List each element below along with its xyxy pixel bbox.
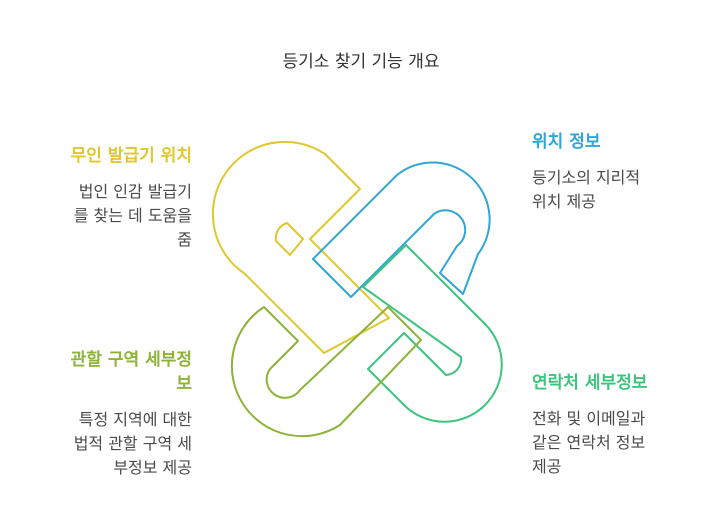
section-location-info: 위치 정보 등기소의 지리적 위치 제공 bbox=[532, 130, 704, 214]
section-description: 특정 지역에 대한 법적 관할 구역 세 부정보 제공 bbox=[20, 408, 192, 480]
description-line: 부정보 제공 bbox=[113, 458, 192, 477]
section-contact-details: 연락처 세부정보 전화 및 이메일과 같은 연락처 정보 제공 bbox=[532, 371, 712, 479]
description-line: 줌 bbox=[177, 230, 192, 249]
section-description: 전화 및 이메일과 같은 연락처 정보 제공 bbox=[532, 407, 712, 479]
section-heading: 연락처 세부정보 bbox=[532, 373, 648, 393]
link-olive bbox=[230, 306, 422, 438]
section-description: 등기소의 지리적 위치 제공 bbox=[532, 166, 704, 214]
description-line: 전화 및 이메일과 bbox=[532, 409, 646, 428]
description-line: 같은 연락처 정보 bbox=[532, 433, 646, 452]
description-line: 법인 인감 발급기 bbox=[78, 182, 192, 201]
section-heading: 위치 정보 bbox=[532, 132, 601, 152]
diagram-title: 등기소 찾기 기능 개요 bbox=[282, 52, 440, 72]
heading-line: 관할 구역 세부정 bbox=[70, 350, 192, 370]
description-line: 를 찾는 데 도움을 bbox=[73, 206, 192, 225]
description-line: 제공 bbox=[532, 457, 562, 476]
section-jurisdiction-details: 관할 구역 세부정 보 특정 지역에 대한 법적 관할 구역 세 부정보 제공 bbox=[20, 348, 192, 480]
heading-line: 보 bbox=[176, 374, 192, 394]
link-blue bbox=[312, 161, 491, 298]
description-line: 법적 관할 구역 세 bbox=[73, 434, 192, 453]
description-line: 특정 지역에 대한 bbox=[78, 410, 192, 429]
link-green bbox=[362, 244, 503, 423]
description-line: 위치 제공 bbox=[532, 192, 596, 211]
section-heading: 관할 구역 세부정 보 bbox=[20, 348, 192, 396]
section-description: 법인 인감 발급기 를 찾는 데 도움을 줌 bbox=[20, 180, 192, 252]
section-heading: 무인 발급기 위치 bbox=[70, 146, 192, 166]
link-yellow bbox=[211, 140, 390, 354]
section-unmanned-kiosk-location: 무인 발급기 위치 법인 인감 발급기 를 찾는 데 도움을 줌 bbox=[20, 144, 192, 252]
description-line: 등기소의 지리적 bbox=[532, 168, 641, 187]
